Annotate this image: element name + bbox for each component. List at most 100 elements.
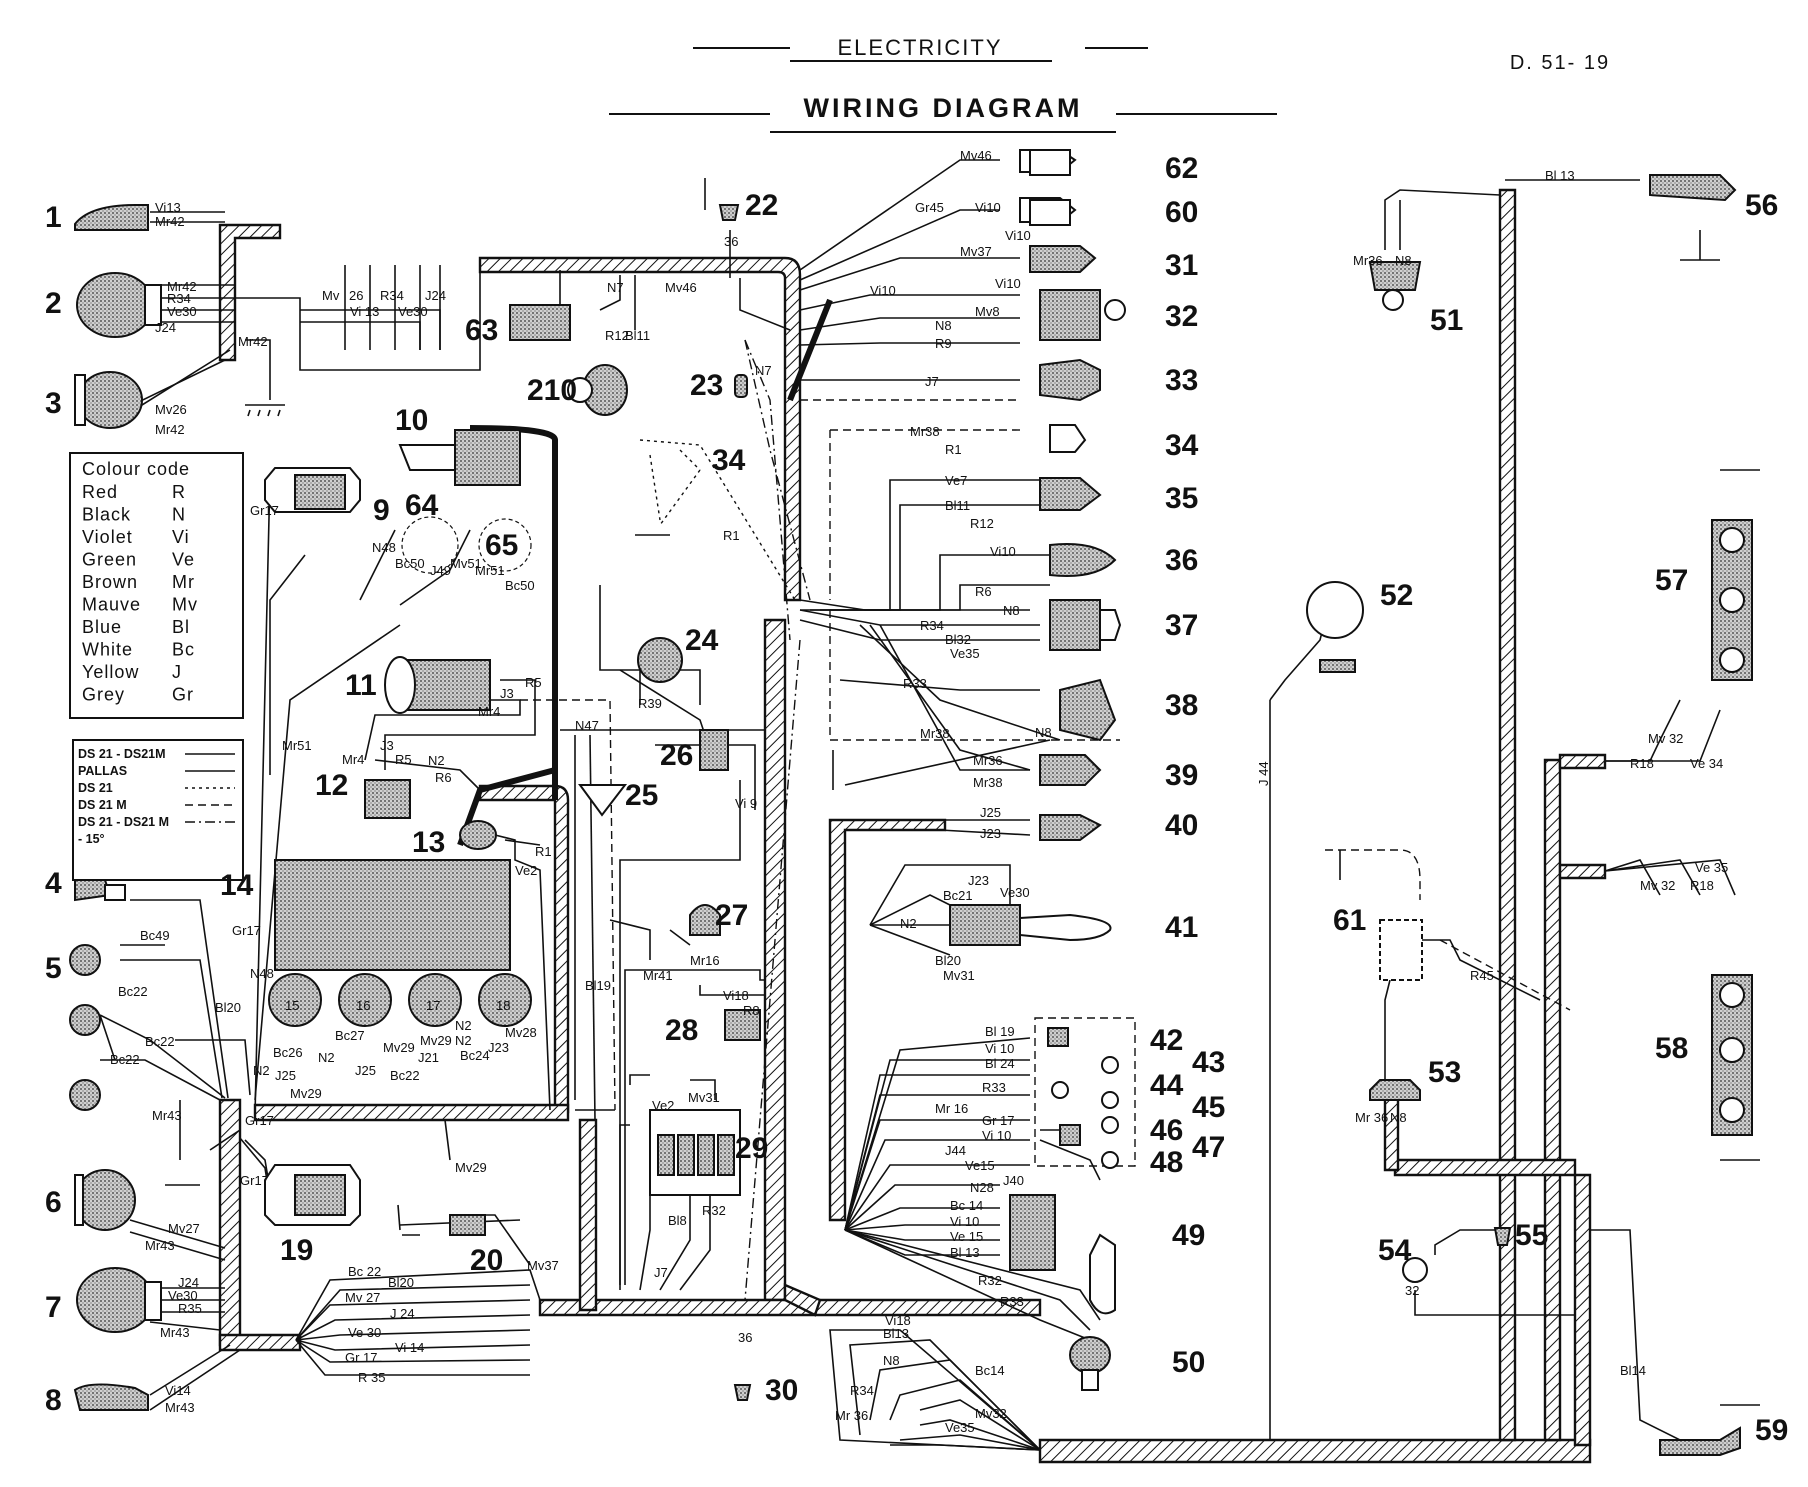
component-number: 42 — [1150, 1024, 1183, 1057]
model-name: DS 21 - DS21M — [78, 747, 166, 761]
component-number: 36 — [1165, 544, 1198, 577]
svg-text:Mr 16: Mr 16 — [935, 1101, 968, 1116]
svg-text:N7: N7 — [607, 280, 624, 295]
svg-text:Mr41: Mr41 — [643, 968, 673, 983]
svg-text:Ve 30: Ve 30 — [348, 1325, 381, 1340]
svg-text:Ve15: Ve15 — [965, 1158, 995, 1173]
component-number: 56 — [1745, 189, 1778, 222]
component-number: 53 — [1428, 1056, 1461, 1089]
component-number: 14 — [220, 869, 254, 902]
component-number: 47 — [1192, 1131, 1225, 1164]
component-number: 50 — [1172, 1346, 1205, 1379]
svg-text:Bc21: Bc21 — [943, 888, 973, 903]
colour-name: Blue — [82, 617, 122, 637]
svg-text:Ve35: Ve35 — [950, 646, 980, 661]
svg-text:J 24: J 24 — [390, 1306, 415, 1321]
component-number: 62 — [1165, 152, 1198, 185]
svg-text:Ve 15: Ve 15 — [950, 1229, 983, 1244]
svg-text:Ve7: Ve7 — [945, 473, 967, 488]
svg-text:Bl20: Bl20 — [388, 1275, 414, 1290]
svg-text:Mr51: Mr51 — [282, 738, 312, 753]
component-number: 60 — [1165, 196, 1198, 229]
svg-text:Ve2: Ve2 — [652, 1098, 674, 1113]
svg-text:Gr17: Gr17 — [240, 1173, 269, 1188]
svg-text:Vi10: Vi10 — [1005, 228, 1031, 243]
svg-text:J40: J40 — [1003, 1173, 1024, 1188]
svg-text:36: 36 — [738, 1330, 752, 1345]
svg-text:Mr36: Mr36 — [1353, 253, 1383, 268]
component-number: 3 — [45, 387, 62, 420]
component-number: 39 — [1165, 759, 1198, 792]
component-number: 32 — [1165, 300, 1198, 333]
svg-text:R6: R6 — [975, 584, 992, 599]
svg-text:J24: J24 — [178, 1275, 199, 1290]
svg-text:Mv26: Mv26 — [155, 402, 187, 417]
svg-text:Bc27: Bc27 — [335, 1028, 365, 1043]
component-number: 23 — [690, 369, 723, 402]
component-number: 13 — [412, 826, 445, 859]
svg-text:Bc22: Bc22 — [145, 1034, 175, 1049]
svg-text:R9: R9 — [935, 336, 952, 351]
svg-text:R12: R12 — [605, 328, 629, 343]
colour-code: Gr — [172, 685, 194, 705]
component-number: 20 — [470, 1244, 503, 1277]
svg-text:J44: J44 — [945, 1143, 966, 1158]
component-number: 44 — [1150, 1069, 1184, 1102]
svg-text:Vi 10: Vi 10 — [985, 1041, 1014, 1056]
component-number: 28 — [665, 1014, 698, 1047]
svg-text:N28: N28 — [970, 1180, 994, 1195]
colour-name: Violet — [82, 527, 133, 547]
component-number: 10 — [395, 404, 428, 437]
svg-text:R32: R32 — [702, 1203, 726, 1218]
svg-text:Mr16: Mr16 — [690, 953, 720, 968]
svg-text:Ve 34: Ve 34 — [1690, 756, 1723, 771]
component-number: 5 — [45, 952, 62, 985]
svg-text:N2: N2 — [253, 1063, 270, 1078]
svg-text:Bc26: Bc26 — [273, 1045, 303, 1060]
svg-text:N8: N8 — [1035, 725, 1052, 740]
svg-text:Vi 10: Vi 10 — [982, 1128, 1011, 1143]
svg-text:Vi 14: Vi 14 — [395, 1340, 424, 1355]
svg-text:J7: J7 — [654, 1265, 668, 1280]
svg-text:N2: N2 — [428, 753, 445, 768]
svg-text:R34: R34 — [920, 618, 944, 633]
model-name: DS 21 - DS21 M — [78, 815, 169, 829]
svg-text:Mr42: Mr42 — [155, 422, 185, 437]
colour-code: Ve — [172, 550, 195, 570]
svg-text:Mv37: Mv37 — [960, 244, 992, 259]
component-number: 8 — [45, 1384, 62, 1417]
svg-text:Vi18: Vi18 — [885, 1313, 911, 1328]
svg-text:Gr45: Gr45 — [915, 200, 944, 215]
colour-name: Grey — [82, 685, 125, 705]
svg-text:N2: N2 — [900, 916, 917, 931]
svg-text:R12: R12 — [970, 516, 994, 531]
wires — [99, 159, 1736, 1451]
svg-text:Vi10: Vi10 — [990, 544, 1016, 559]
svg-text:Mv: Mv — [322, 288, 340, 303]
components — [69, 149, 1753, 1456]
svg-text:Mv37: Mv37 — [527, 1258, 559, 1273]
svg-text:R45: R45 — [1470, 968, 1494, 983]
page-reference: D. 51- 19 — [1510, 52, 1610, 74]
component-number: 41 — [1165, 911, 1198, 944]
svg-text:Mr36: Mr36 — [973, 753, 1003, 768]
component-number: 22 — [745, 189, 778, 222]
svg-text:Bc 14: Bc 14 — [950, 1198, 983, 1213]
colour-name: White — [82, 640, 133, 660]
svg-text:Mv46: Mv46 — [960, 148, 992, 163]
svg-text:Gr17: Gr17 — [250, 503, 279, 518]
svg-text:N8: N8 — [1395, 253, 1412, 268]
svg-text:J49: J49 — [430, 563, 451, 578]
component-number: 51 — [1430, 304, 1463, 337]
svg-text:Mr43: Mr43 — [152, 1108, 182, 1123]
component-number: 65 — [485, 529, 518, 562]
svg-text:Mv32: Mv32 — [975, 1406, 1007, 1421]
svg-text:Gr 17: Gr 17 — [982, 1113, 1015, 1128]
svg-text:Bc22: Bc22 — [118, 984, 148, 999]
component-number: 43 — [1192, 1046, 1225, 1079]
optional-wires — [520, 339, 1571, 1301]
svg-text:Ve30: Ve30 — [167, 304, 197, 319]
component-number: 9 — [373, 494, 390, 527]
svg-text:Ve35: Ve35 — [945, 1420, 975, 1435]
